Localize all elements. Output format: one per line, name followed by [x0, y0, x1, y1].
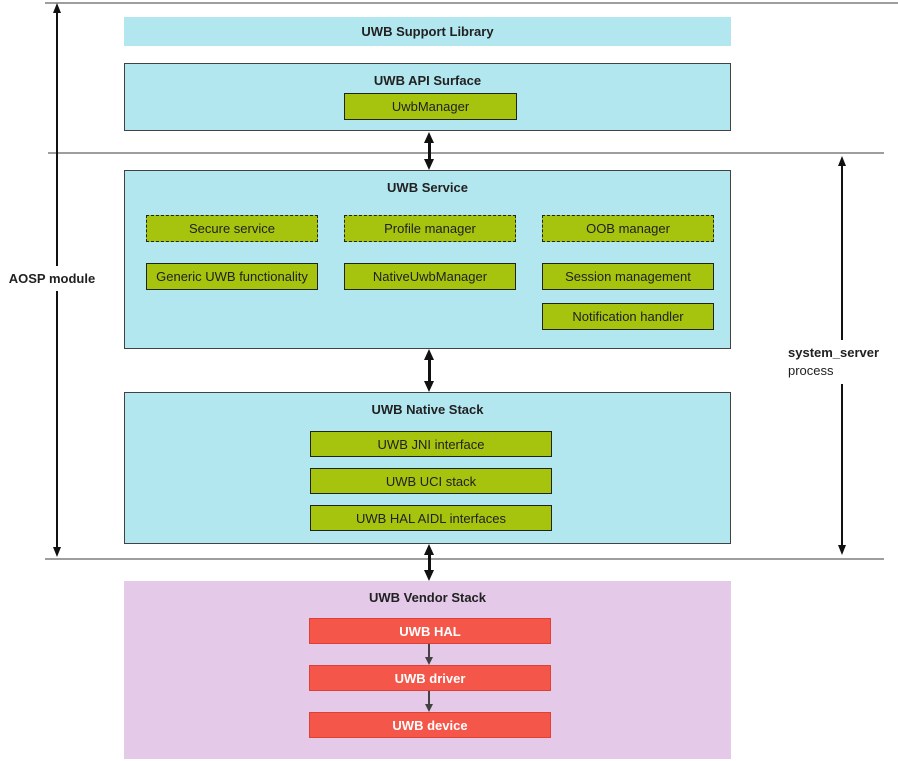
- arrow-stem: [427, 140, 431, 162]
- native-vendor-double-arrow-icon: [423, 544, 435, 581]
- top-boundary-line: [45, 2, 898, 4]
- system-server-top-boundary-line: [48, 152, 884, 154]
- arrow-stem: [428, 644, 430, 662]
- arrowhead-up-icon: [424, 544, 434, 555]
- uwb-device-chip: UWB device: [309, 712, 551, 738]
- system-server-label-bold: system_server: [788, 345, 880, 360]
- arrowhead-up-icon: [53, 3, 61, 13]
- uwb-service-title: UWB Service: [387, 180, 468, 195]
- uwb-hal-aidl-interfaces-chip: UWB HAL AIDL interfaces: [310, 505, 552, 531]
- uwbmanager-chip: UwbManager: [344, 93, 517, 120]
- uwb-service-box: UWB Service Secure service Profile manag…: [124, 170, 731, 349]
- arrowhead-down-icon: [424, 381, 434, 392]
- arrowhead-down-icon: [425, 657, 433, 665]
- arrow-stem: [428, 691, 430, 709]
- aosp-module-label: AOSP module: [4, 266, 100, 291]
- arrowhead-up-icon: [838, 156, 846, 166]
- generic-uwb-functionality-chip: Generic UWB functionality: [146, 263, 318, 290]
- uwb-api-surface-title: UWB API Surface: [373, 73, 482, 88]
- uwb-native-stack-title: UWB Native Stack: [371, 402, 484, 417]
- process-label: process: [788, 363, 834, 379]
- native-uwb-manager-chip: NativeUwbManager: [344, 263, 516, 290]
- arrowhead-down-icon: [53, 547, 61, 557]
- arrowhead-down-icon: [425, 704, 433, 712]
- arrow-stem: [427, 552, 431, 573]
- session-management-chip: Session management: [542, 263, 714, 290]
- uwb-jni-interface-chip: UWB JNI interface: [310, 431, 552, 457]
- secure-service-chip: Secure service: [146, 215, 318, 242]
- system-server-process-label: system_server process: [786, 340, 892, 385]
- service-native-double-arrow-icon: [423, 349, 435, 392]
- api-service-double-arrow-icon: [423, 132, 435, 170]
- uwb-api-surface-box: UWB API Surface UwbManager: [124, 63, 731, 131]
- arrowhead-down-icon: [838, 545, 846, 555]
- uwb-uci-stack-chip: UWB UCI stack: [310, 468, 552, 494]
- uwb-vendor-stack-box: UWB Vendor Stack UWB HAL UWB driver UWB …: [124, 581, 731, 759]
- oob-manager-chip: OOB manager: [542, 215, 714, 242]
- uwb-support-library-title: UWB Support Library: [361, 24, 494, 39]
- uwb-vendor-stack-title: UWB Vendor Stack: [368, 590, 487, 605]
- arrowhead-up-icon: [424, 132, 434, 143]
- arrowhead-down-icon: [424, 570, 434, 581]
- profile-manager-chip: Profile manager: [344, 215, 516, 242]
- uwb-support-library-box: UWB Support Library: [124, 17, 731, 46]
- arrow-stem: [427, 357, 431, 384]
- arrowhead-down-icon: [424, 159, 434, 170]
- uwb-hal-chip: UWB HAL: [309, 618, 551, 644]
- driver-device-down-arrow-icon: [424, 691, 434, 712]
- uwb-native-stack-box: UWB Native Stack UWB JNI interface UWB U…: [124, 392, 731, 544]
- notification-handler-chip: Notification handler: [542, 303, 714, 330]
- arrowhead-up-icon: [424, 349, 434, 360]
- system-server-bottom-boundary-line: [45, 558, 884, 560]
- uwb-driver-chip: UWB driver: [309, 665, 551, 691]
- hal-driver-down-arrow-icon: [424, 644, 434, 665]
